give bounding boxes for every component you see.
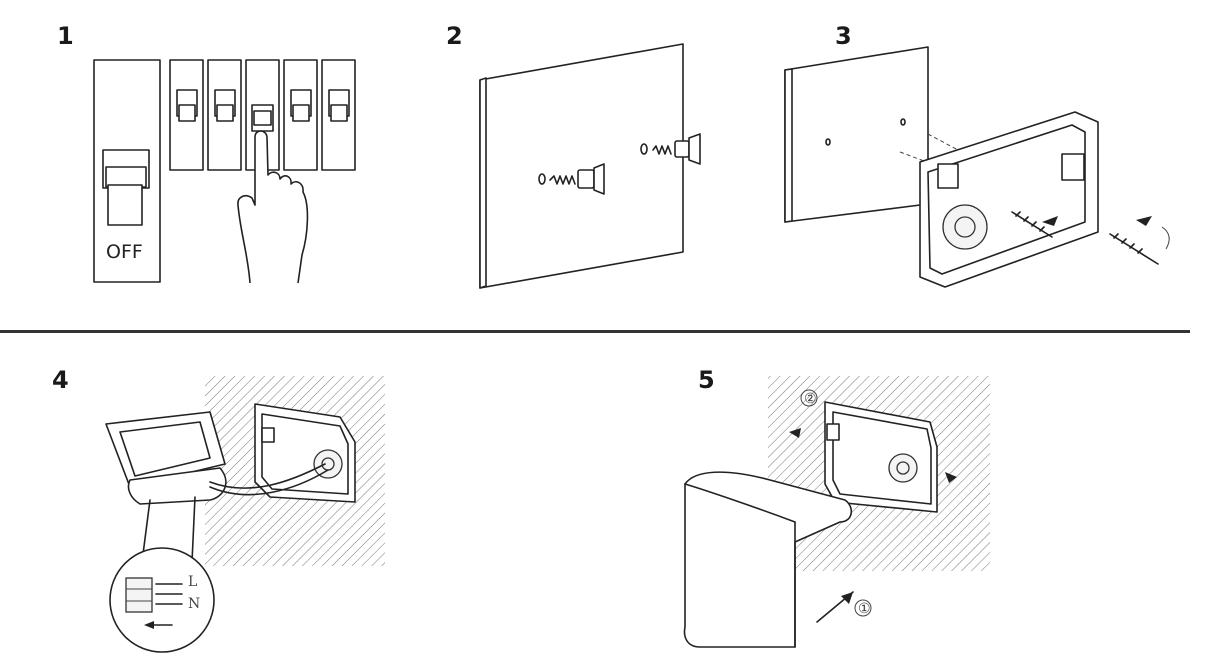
terminal-block-zoom: L N [109,547,215,653]
breaker-row [169,59,356,171]
screw-icon [1109,216,1170,265]
step-3-number: 3 [835,22,852,50]
step-5-number: 5 [698,366,715,394]
screw-anchor-icon [538,163,605,195]
light-fixture-tilted [105,411,227,505]
terminal-label-n: N [188,596,200,612]
screw-anchor-icon [640,133,701,165]
step-4-wiring-illustration: L N [105,376,385,653]
step-1-number: 1 [57,22,74,50]
section-divider [0,330,1190,333]
screw-icon [1011,211,1058,238]
step-2-wall-screw-illustration [479,43,701,289]
step-1-breaker-illustration: OFF [93,59,356,284]
callout-2: ② [804,391,817,407]
step-5-cover-illustration: ② ① [683,376,990,648]
off-label: OFF [106,241,143,263]
callout-1: ① [858,601,871,617]
mounted-backplate [824,401,938,513]
hand-icon [237,130,309,284]
step-4-number: 4 [52,366,69,394]
step-3-backplate-illustration [784,46,1170,288]
terminal-label-l: L [188,574,197,590]
backplate [919,111,1099,288]
light-fixture-cover [683,471,853,648]
step-2-number: 2 [446,22,463,50]
mounted-backplate [254,403,356,503]
